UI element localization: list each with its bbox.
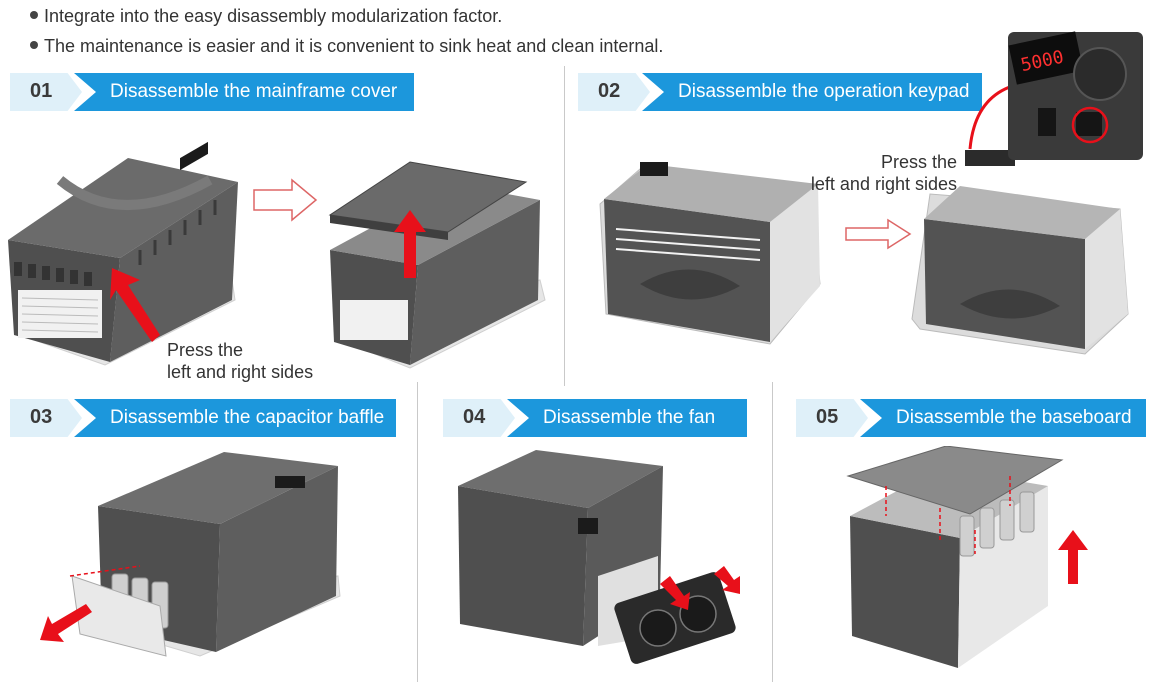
step5-illustration bbox=[846, 446, 1088, 668]
step-header-02: 02 Disassemble the operation keypad bbox=[578, 73, 982, 111]
divider-bottom-left bbox=[417, 382, 418, 682]
inverter-device-cover-removed bbox=[328, 161, 546, 369]
baseboard bbox=[846, 446, 1064, 515]
intro-bullet-1: Integrate into the easy disassembly modu… bbox=[30, 6, 502, 27]
lift-arrow-icon bbox=[394, 210, 426, 278]
step-header-03: 03 Disassemble the capacitor baffle bbox=[10, 399, 396, 437]
step2-press-note: Press the left and right sides bbox=[810, 152, 957, 194]
step-header-04: 04 Disassemble the fan bbox=[443, 399, 747, 437]
bullet-dot-icon bbox=[30, 11, 38, 20]
step-title: Disassemble the operation keypad bbox=[642, 73, 982, 111]
inverter-device-front bbox=[599, 162, 821, 345]
inverter-device bbox=[8, 141, 238, 366]
step3-illustration bbox=[40, 452, 341, 657]
step1-illustration bbox=[8, 141, 546, 369]
step-header-05: 05 Disassemble the baseboard bbox=[796, 399, 1146, 437]
next-step-arrow-icon bbox=[253, 178, 318, 222]
step-header-01: 01 Disassemble the mainframe cover bbox=[10, 73, 414, 111]
press-arrow-icon bbox=[110, 268, 160, 342]
step4-illustration bbox=[458, 450, 740, 664]
remove-arrow-icon bbox=[714, 566, 740, 594]
intro-bullet-2: The maintenance is easier and it is conv… bbox=[30, 36, 663, 57]
remove-arrow-icon bbox=[40, 604, 92, 642]
step-title: Disassemble the baseboard bbox=[860, 399, 1146, 437]
remove-arrow-icon bbox=[660, 576, 690, 610]
divider-top bbox=[564, 66, 565, 386]
step-number-badge: 03 bbox=[10, 399, 82, 437]
inverter-device-keypad-removed bbox=[911, 186, 1129, 355]
operation-keypad bbox=[965, 150, 1015, 166]
step-number-badge: 01 bbox=[10, 73, 82, 111]
step-title: Disassemble the fan bbox=[507, 399, 747, 437]
lift-arrow-icon bbox=[1058, 530, 1088, 584]
next-step-arrow-icon bbox=[845, 218, 912, 250]
step-number-badge: 05 bbox=[796, 399, 868, 437]
keypad-zoom-callout: 5000 bbox=[1008, 31, 1143, 160]
divider-bottom-right bbox=[772, 382, 773, 682]
step-title: Disassemble the capacitor baffle bbox=[74, 399, 396, 437]
step1-press-note: Press the left and right sides bbox=[167, 340, 314, 382]
step-title: Disassemble the mainframe cover bbox=[74, 73, 414, 111]
cooling-fan bbox=[614, 572, 736, 664]
step2-illustration: 5000 bbox=[599, 31, 1143, 355]
bullet-dot-icon bbox=[30, 41, 38, 50]
step-number-badge: 04 bbox=[443, 399, 515, 437]
step-number-badge: 02 bbox=[578, 73, 650, 111]
